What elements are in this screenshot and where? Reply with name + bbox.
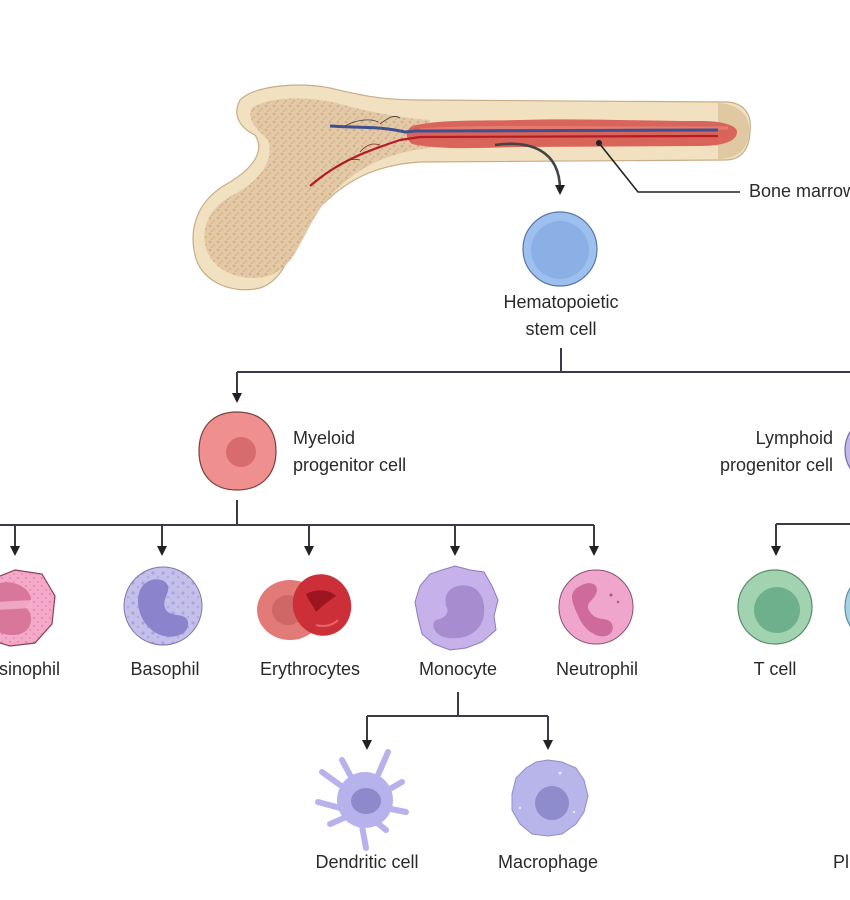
neutrophil-shape — [558, 569, 634, 645]
cutoff-label: Pl — [833, 852, 850, 872]
femur-bone — [192, 84, 751, 291]
monocyte-label: Monocyte — [418, 659, 498, 679]
stem-cell-shape — [522, 211, 598, 287]
erythrocytes-shape — [257, 574, 352, 640]
stem-cell-label-line1: Hematopoietic — [503, 292, 619, 312]
myeloid-label-line2: progenitor cell — [293, 455, 407, 475]
b-cell-shape — [844, 587, 850, 627]
artery — [309, 134, 719, 187]
neutrophil-label: Neutrophil — [555, 659, 639, 679]
monocyte-shape — [414, 565, 499, 651]
stem-cell-label-line2: stem cell — [525, 319, 597, 339]
myeloid-to-cells-connector — [0, 500, 599, 556]
marrow-to-stem-arrow — [494, 142, 565, 195]
macrophage-shape — [511, 759, 589, 837]
lymphoid-progenitor-shape — [844, 430, 850, 470]
lymphoid-to-cells-connector — [771, 523, 850, 556]
stem-to-progenitors-connector — [232, 348, 850, 403]
stem-cell-label: Hematopoietic stem cell — [503, 289, 618, 343]
myeloid-progenitor-shape — [198, 411, 277, 491]
t-cell-label: T cell — [753, 659, 797, 679]
eosinophil-label: sinophil — [0, 659, 61, 679]
erythrocytes-label: Erythrocytes — [259, 659, 361, 679]
myeloid-label-line1: Myeloid — [293, 428, 356, 448]
basophil-label: Basophil — [130, 659, 200, 679]
macrophage-label: Macrophage — [497, 852, 599, 872]
marrow-pointer-line — [598, 142, 740, 193]
bone-spongy — [204, 98, 430, 278]
lymphoid-label-line1: Lymphoid — [755, 428, 833, 448]
bone-marrow-cavity — [406, 119, 737, 149]
vein — [329, 124, 719, 134]
bone-marrow-label: Bone marrow — [749, 181, 850, 201]
basophil-shape — [123, 566, 203, 646]
t-cell-shape — [737, 569, 813, 645]
myeloid-progenitor-label: Myeloid progenitor cell — [293, 425, 406, 479]
monocyte-to-derived-connector — [362, 692, 553, 750]
eosinophil-shape — [0, 569, 56, 647]
lymphoid-progenitor-label: Lymphoid progenitor cell — [720, 425, 833, 479]
lymphoid-label-line2: progenitor cell — [719, 455, 833, 475]
dendritic-cell-label: Dendritic cell — [315, 852, 419, 872]
dendritic-nucleus — [351, 788, 381, 814]
